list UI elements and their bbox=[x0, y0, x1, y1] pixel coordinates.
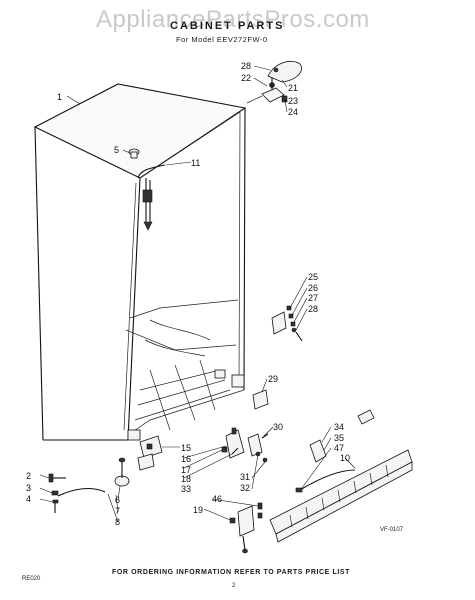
callout-27: 27 bbox=[308, 293, 318, 303]
callout-7: 7 bbox=[115, 506, 120, 516]
callout-35: 35 bbox=[334, 433, 344, 443]
callout-6: 6 bbox=[115, 495, 120, 505]
callout-32: 32 bbox=[240, 483, 250, 493]
callout-2: 2 bbox=[26, 471, 31, 481]
callout-31: 31 bbox=[240, 472, 250, 482]
callout-28-hinge: 28 bbox=[308, 304, 318, 314]
callout-25: 25 bbox=[308, 272, 318, 282]
bracket-29 bbox=[252, 389, 269, 410]
callout-17: 17 bbox=[181, 465, 191, 475]
callout-21: 21 bbox=[288, 83, 298, 93]
callout-10: 10 bbox=[340, 453, 350, 463]
callout-16: 16 bbox=[181, 454, 191, 464]
thermostat-wire-11 bbox=[137, 164, 166, 231]
callout-4: 4 bbox=[26, 494, 31, 504]
toe-grille bbox=[269, 409, 413, 543]
callout-8: 8 bbox=[115, 517, 120, 527]
callout-18: 18 bbox=[181, 474, 191, 484]
callout-33: 33 bbox=[181, 484, 191, 494]
roller-bracket-assembly bbox=[221, 427, 269, 463]
cabinet-body bbox=[33, 83, 247, 441]
callout-23: 23 bbox=[288, 96, 298, 106]
callout-34: 34 bbox=[334, 422, 344, 432]
callout-19: 19 bbox=[193, 505, 203, 515]
screw-5 bbox=[128, 148, 140, 159]
callout-labels: 1 2 3 4 5 6 7 8 10 11 15 16 17 18 19 21 … bbox=[26, 61, 350, 527]
callout-22: 22 bbox=[241, 73, 251, 83]
callout-15: 15 bbox=[181, 443, 191, 453]
diagram-subtitle: For Model EEV272FW-0 bbox=[176, 35, 268, 44]
document-number: RE020 bbox=[22, 576, 41, 582]
top-hinge-assembly bbox=[246, 60, 302, 104]
leveling-leg-assembly bbox=[48, 457, 130, 513]
ordering-info-footer: FOR ORDERING INFORMATION REFER TO PARTS … bbox=[112, 569, 351, 576]
lower-bracket-assembly bbox=[229, 502, 263, 554]
callout-1: 1 bbox=[57, 92, 62, 102]
center-hinge-assembly bbox=[271, 305, 303, 342]
callout-5: 5 bbox=[114, 145, 119, 155]
callout-46: 46 bbox=[212, 494, 222, 504]
watermark: AppliancePartsPros.com bbox=[96, 6, 370, 33]
callout-26: 26 bbox=[308, 283, 318, 293]
page-number: 2 bbox=[232, 583, 236, 589]
part-code: VF-0107 bbox=[380, 527, 404, 533]
callout-47: 47 bbox=[334, 443, 344, 453]
callout-29: 29 bbox=[268, 374, 278, 384]
callout-30: 30 bbox=[273, 422, 283, 432]
callout-11: 11 bbox=[191, 158, 200, 168]
callout-28-top: 28 bbox=[241, 61, 251, 71]
diagram-title: CABINET PARTS bbox=[170, 20, 285, 32]
leveling-bracket-15 bbox=[137, 435, 163, 471]
callout-3: 3 bbox=[26, 483, 31, 493]
callout-24: 24 bbox=[288, 107, 298, 117]
